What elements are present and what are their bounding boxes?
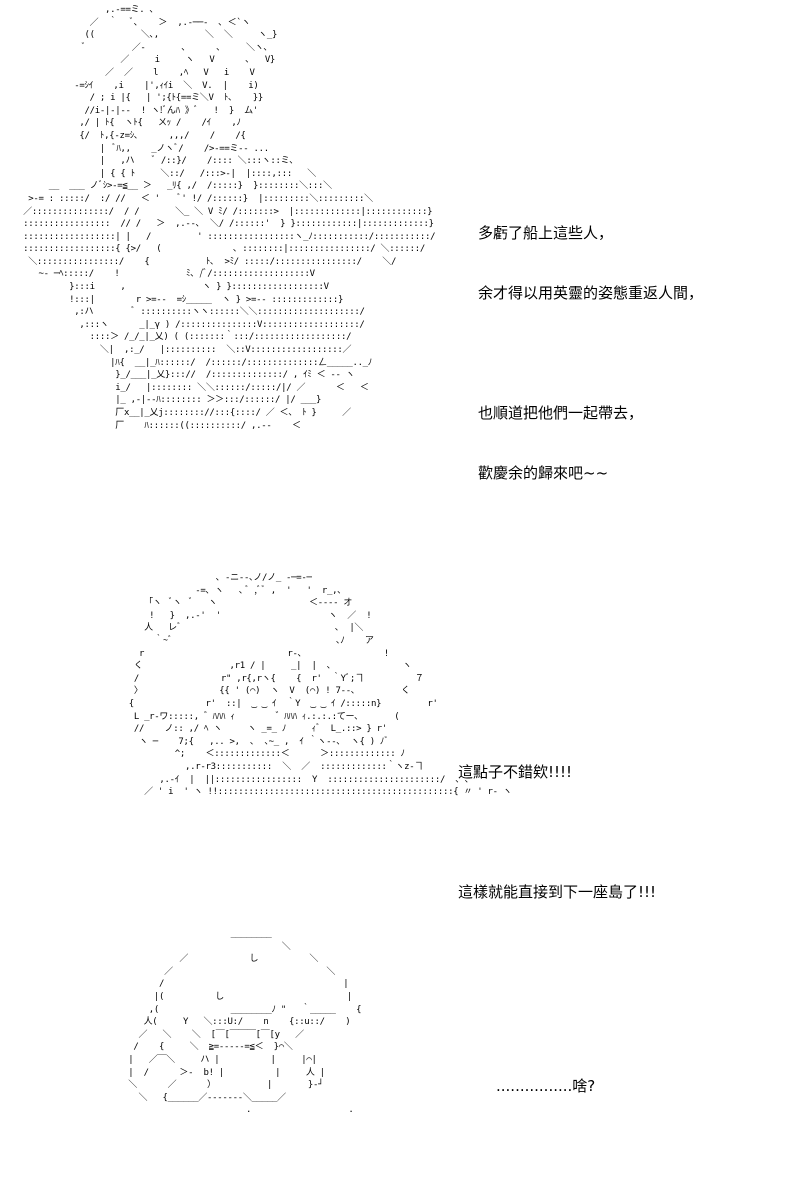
- panel-2-excited-speech: ､ -ニ‐‐､ノ/ノ_ ‐─=‐─ -=､ ヽ ､ ﾞ ,ﾞﾞ , ' ' r_…: [0, 560, 800, 901]
- dialogue-panel-1: 多虧了船上這些人， 余才得以用英靈的姿態重返人間， 也順道把他們一起帶去， 歡慶…: [478, 183, 703, 523]
- dialogue-spacer: [458, 822, 656, 842]
- dialogue-spacer: [478, 343, 703, 363]
- dialogue-line: 這點子不錯欸!!!!: [458, 763, 573, 781]
- dialogue-line: 這樣就能直接到下一座島了!!!: [458, 883, 657, 901]
- panel-3-confused-speech: ________ ＼ ／ し ＼ ／ ＼ / | |( し: [0, 920, 800, 1190]
- panel-1-lady-speech: ,.-==ミ. ､ ／ ｀ ﾞ､ ＞ ,.‐──‐ ､ ＜`ヽ (( ＼､, ＼…: [0, 0, 800, 530]
- dialogue-line: 余才得以用英靈的姿態重返人間，: [478, 284, 704, 302]
- dialogue-line: ................啥?: [496, 1077, 596, 1095]
- ascii-art-excited-glasses-character: ､ -ニ‐‐､ノ/ノ_ ‐─=‐─ -=､ ヽ ､ ﾞ ,ﾞﾞ , ' ' r_…: [128, 573, 512, 798]
- dialogue-line: 也順道把他們一起帶去，: [478, 404, 644, 422]
- dialogue-line: 歡慶余的歸來吧~~: [478, 464, 609, 482]
- dialogue-panel-3: ................啥?: [496, 1036, 595, 1136]
- dialogue-panel-2: 這點子不錯欸!!!! 這樣就能直接到下一座島了!!!: [458, 722, 656, 942]
- dialogue-line: 多虧了船上這些人，: [478, 224, 614, 242]
- ascii-art-sweating-character: ________ ＼ ／ し ＼ ／ ＼ / | |( し: [128, 929, 362, 1116]
- ascii-art-woman-with-sphere: ,.-==ミ. ､ ／ ｀ ﾞ､ ＞ ,.‐──‐ ､ ＜`ヽ (( ＼､, ＼…: [23, 5, 436, 431]
